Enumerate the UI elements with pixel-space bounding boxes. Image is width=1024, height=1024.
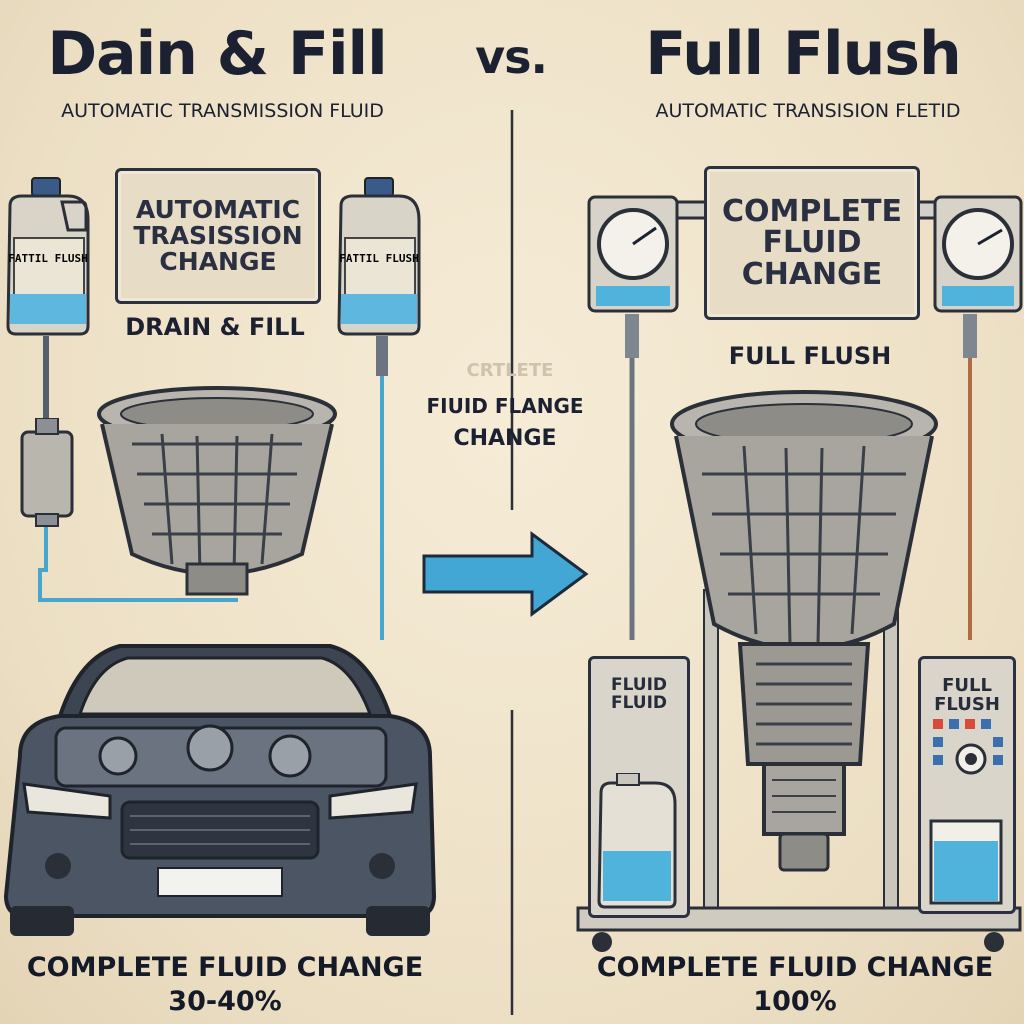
- center-divider: [510, 110, 514, 1015]
- machine-left-line-2: FLUID: [610, 692, 668, 713]
- machine-right-tank: [929, 819, 1003, 905]
- left-sign-line-1: AUTOMATIC: [135, 194, 301, 224]
- machine-right-line-1: FULL: [942, 675, 992, 696]
- jug-right-label: FATTIL FLUSH: [339, 252, 418, 265]
- full-flush-label: FULL FLUSH: [728, 342, 892, 370]
- right-title: Full Flush: [645, 19, 961, 89]
- left-sign: AUTOMATIC TRASISSION CHANGE: [115, 168, 321, 304]
- vs-label: vs.: [475, 30, 548, 84]
- right-transmission: [670, 390, 938, 872]
- right-bottom-line-2: 100%: [753, 986, 837, 1017]
- machine-left-line-1: FLUID: [610, 675, 668, 695]
- machine-right-line-2: FLUSH: [934, 693, 1000, 715]
- machine-control-panel: [933, 719, 1003, 775]
- right-sign-line-2: FLUID: [762, 225, 862, 261]
- left-bottom-line-1: COMPLETE FLUID CHANGE: [26, 952, 424, 983]
- left-bottom-line-2: 30-40%: [168, 986, 282, 1017]
- center-line-2: CHANGE: [453, 426, 557, 451]
- left-hoses: [38, 336, 388, 640]
- center-faded-text: CRTLETE: [466, 360, 554, 381]
- left-subtitle: AUTOMATIC TRANSMISSION FLUID: [61, 100, 384, 122]
- fluid-jug-right: FATTIL FLUSH: [337, 177, 421, 336]
- inline-filter: [20, 418, 74, 527]
- drain-fill-label: DRAIN & FILL: [125, 313, 305, 341]
- right-bottom-line-1: COMPLETE FLUID CHANGE: [596, 952, 994, 983]
- right-subtitle: AUTOMATIC TRANSISION FLETID: [655, 100, 961, 122]
- fluid-jug-left: FATTIL FLUSH: [6, 177, 90, 336]
- car: [3, 644, 437, 936]
- right-sign-line-1: COMPLETE: [722, 193, 902, 229]
- center-line-1: FIUID FLANGE: [426, 394, 584, 418]
- pressure-gauge-right-icon: [933, 195, 1023, 313]
- flush-machine-left: FLUID FLUID: [588, 656, 690, 918]
- flush-machine-right: FULL FLUSH: [918, 656, 1016, 914]
- right-hoses: [625, 314, 977, 640]
- left-transmission: [97, 386, 337, 596]
- arrow-right-icon: [422, 531, 589, 617]
- right-sign: COMPLETE FLUID CHANGE: [704, 166, 920, 320]
- left-sign-line-2: TRASISSION: [133, 220, 303, 250]
- jug-left-label: FATTIL FLUSH: [8, 252, 87, 265]
- left-sign-line-3: CHANGE: [159, 247, 277, 277]
- machine-left-jug-icon: [597, 773, 677, 909]
- left-title: Dain & Fill: [47, 19, 387, 89]
- pressure-gauge-left-icon: [587, 195, 679, 313]
- right-sign-line-3: CHANGE: [741, 256, 883, 292]
